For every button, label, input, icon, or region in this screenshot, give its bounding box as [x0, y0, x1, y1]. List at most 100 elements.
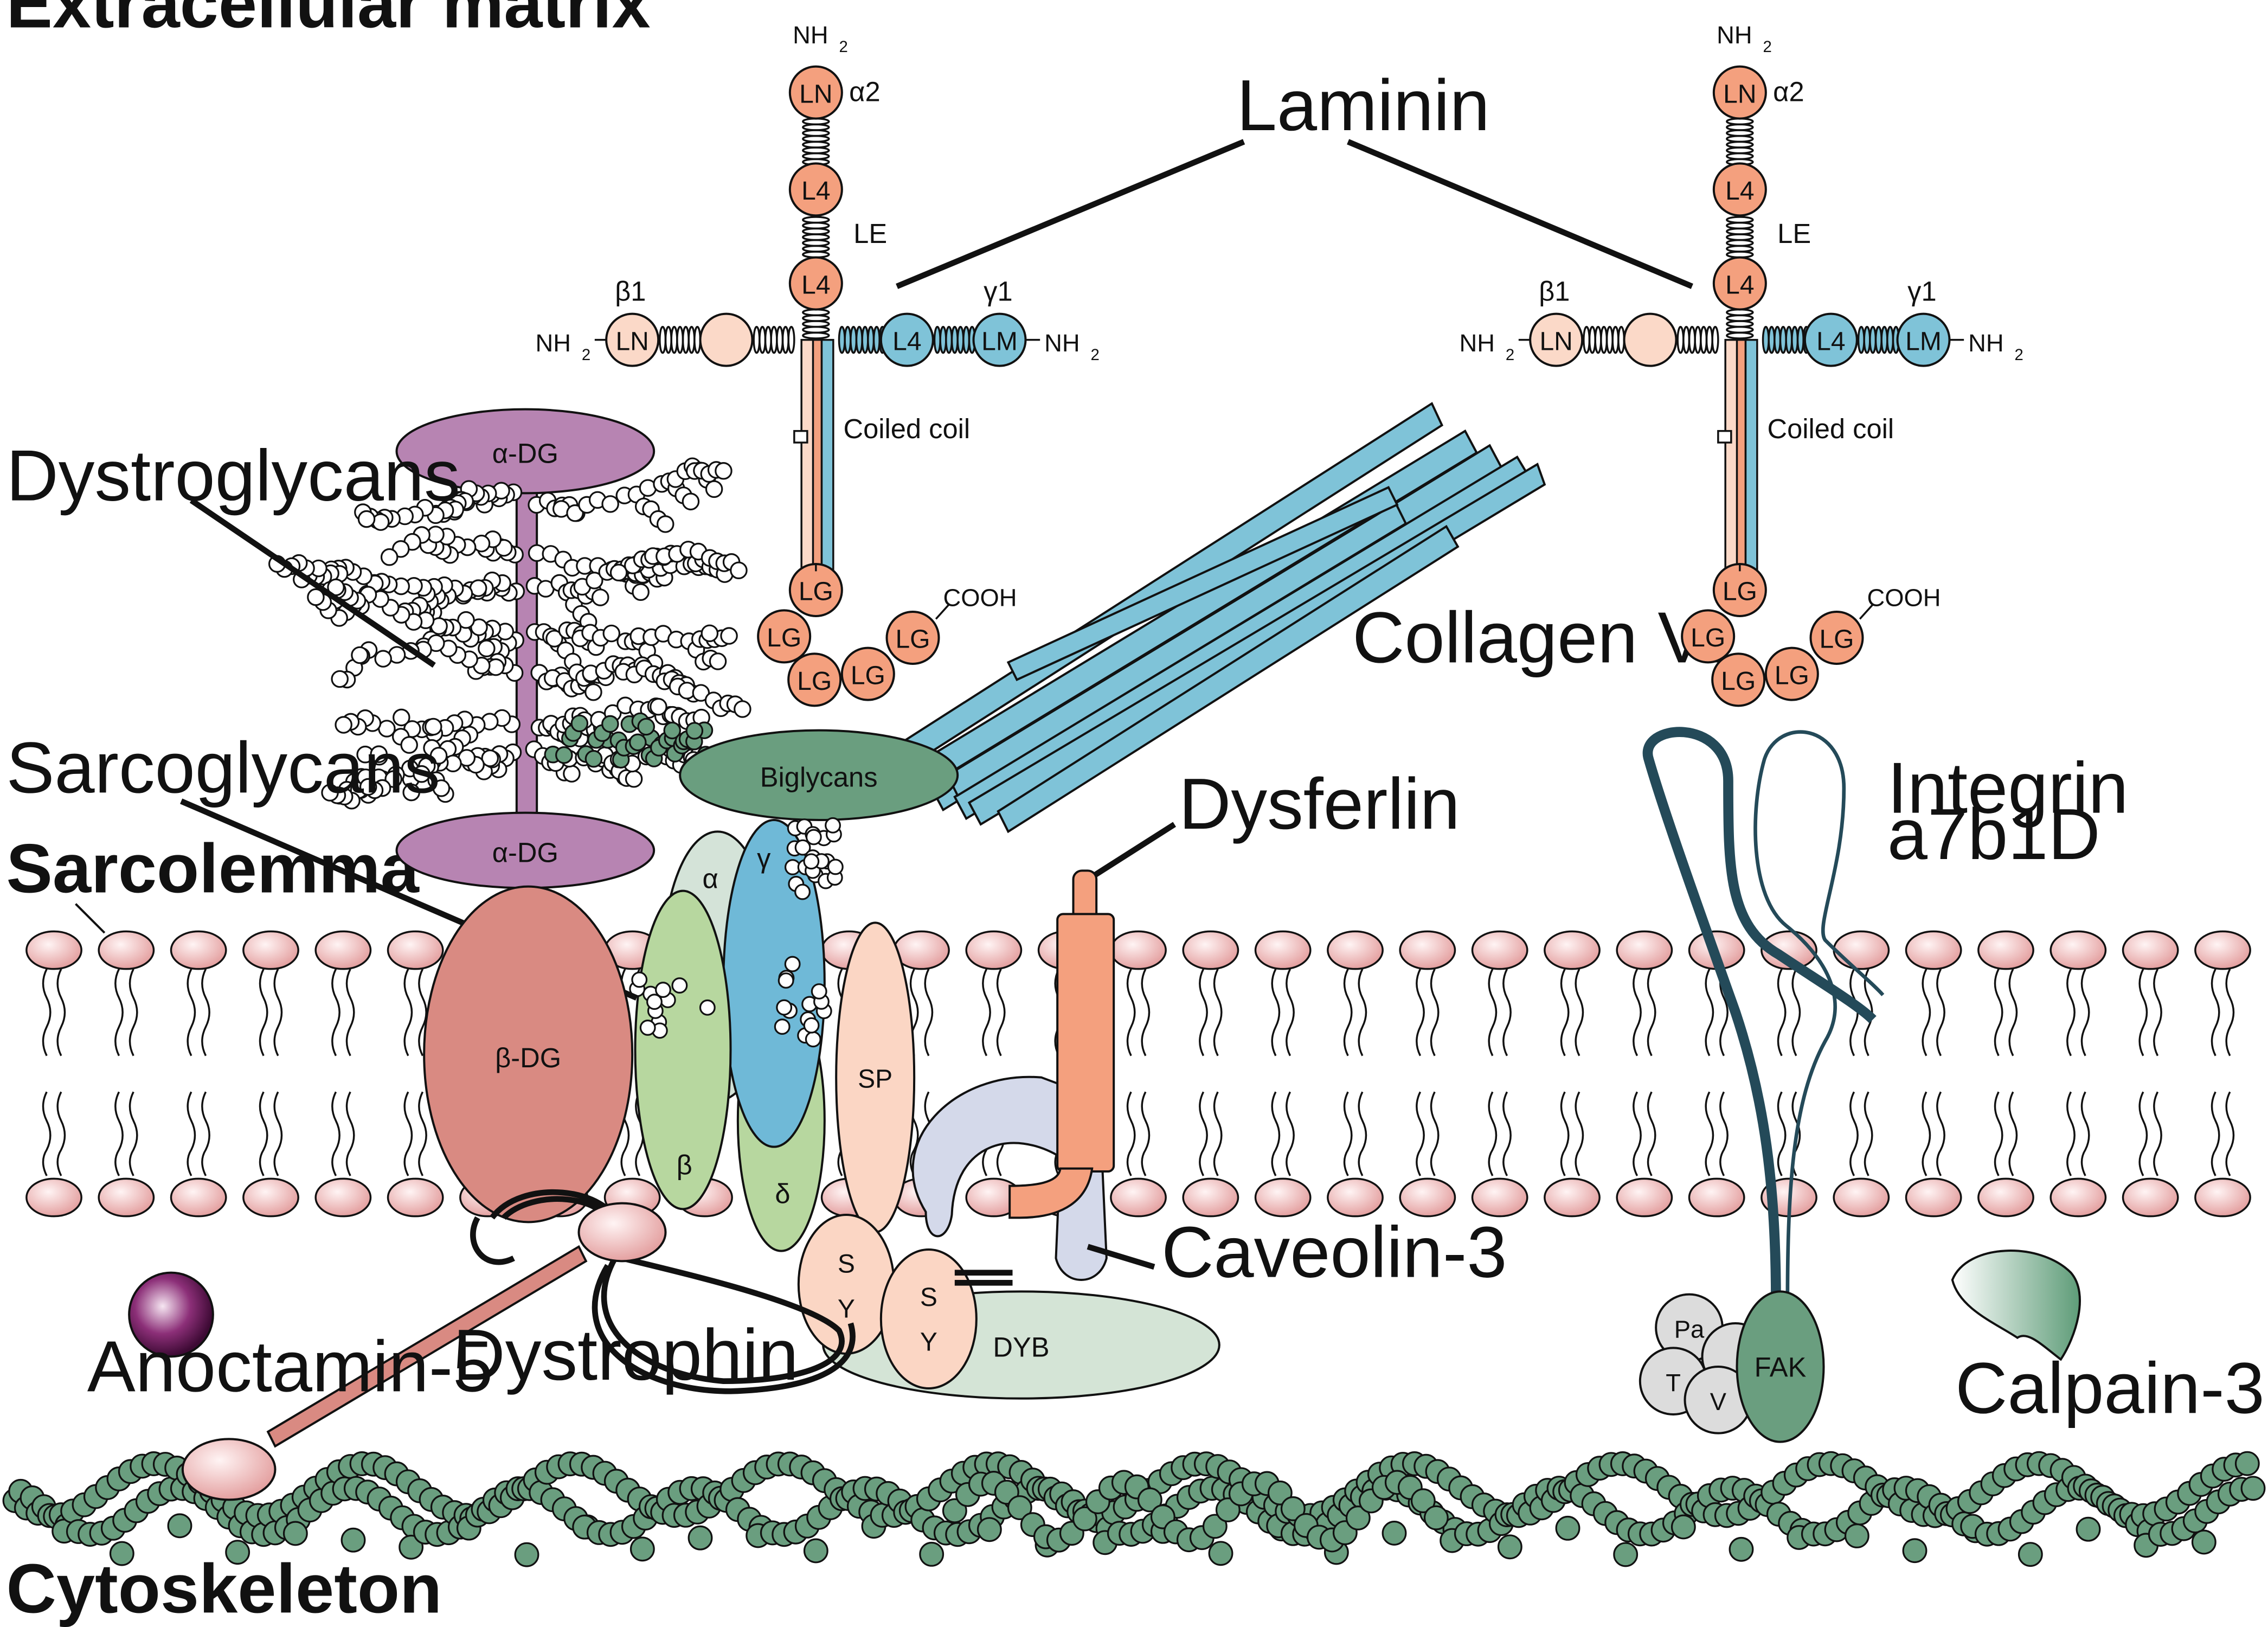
anoctamin-5: Anoctamin-5 [87, 1271, 493, 1407]
cooh-label: COOH [943, 584, 1017, 611]
gamma-l4-label: L4 [1816, 327, 1845, 356]
sg-delta-label: δ [775, 1178, 790, 1209]
nh2-alpha-sub: 2 [839, 38, 848, 56]
actin-cytoskeleton [2, 1451, 2266, 1567]
lg-3-label: LG [797, 667, 832, 696]
gamma-l4-label: L4 [892, 327, 921, 356]
lipid [1544, 930, 1601, 1218]
sg-alpha-label: α [703, 863, 718, 894]
alpha-ln [788, 65, 843, 120]
lipid-head-outer [170, 930, 227, 970]
lipid [98, 930, 155, 1218]
lipid-head-outer [1977, 930, 2034, 970]
lipid [25, 930, 82, 1218]
gamma-lm-label: LM [1905, 327, 1942, 356]
lipid-head-outer [1399, 930, 1456, 970]
gamma-lm-label: LM [981, 327, 1018, 356]
lipid-head-inner [1327, 1177, 1384, 1218]
lg-5 [1809, 611, 1864, 665]
lipid-head-outer [1833, 930, 1890, 970]
nh2-gamma: NH [1968, 329, 2003, 357]
alpha-l4-1 [788, 162, 843, 217]
alpha-dg-top-label: α-DG [492, 438, 558, 469]
lg-5-label: LG [895, 625, 930, 654]
lipid [387, 930, 444, 1218]
lipid-head-inner [1471, 1177, 1528, 1218]
cytoskeleton-label: Cytoskeleton [7, 1550, 442, 1627]
pa-label: Pa [1674, 1316, 1705, 1343]
nh2-beta-sub: 2 [582, 346, 590, 364]
t-label: T [1666, 1369, 1681, 1397]
beta-ln-label: LN [1539, 327, 1572, 356]
lg-2-label: LG [1691, 624, 1725, 652]
beta1-label: β1 [1539, 276, 1570, 307]
nh2-beta: NH [536, 329, 571, 357]
lipid [314, 930, 372, 1218]
lipid-head-inner [1616, 1177, 1673, 1218]
alpha-l4-1 [1712, 162, 1767, 217]
sy2-y: Y [920, 1328, 937, 1357]
beta-globule [1623, 312, 1678, 367]
lipid-head-inner [387, 1177, 444, 1218]
lg-2-label: LG [767, 624, 801, 652]
alpha-ln-label: LN [1723, 80, 1756, 108]
lg-1-label: LG [1723, 578, 1757, 606]
biglycans-label: Biglycans [760, 762, 878, 793]
laminin-label: Laminin [1237, 65, 1490, 146]
sarcoglycan-glycans [629, 817, 844, 1048]
lipid [965, 930, 1023, 1218]
lipid-head-inner [1399, 1177, 1456, 1218]
lipid-head-inner [1110, 1177, 1167, 1218]
lg-2 [757, 609, 812, 664]
dystrophin-label: Dystrophin [453, 1315, 799, 1395]
lipid-head-outer [242, 930, 299, 970]
lipid-head-outer [387, 930, 444, 970]
lipid-head-inner [1905, 1177, 1962, 1218]
alpha-dg-top [395, 408, 656, 495]
lipid [2122, 930, 2179, 1218]
integrin-label-1: Integrin [1887, 748, 2129, 829]
lipid-head-inner [1833, 1177, 1890, 1218]
syntrophin-2: S Y [879, 1248, 978, 1389]
lipid-head-outer [1544, 930, 1601, 970]
fak-label: FAK [1755, 1352, 1807, 1383]
coiled-coil-label: Coiled coil [844, 413, 971, 444]
le-label: LE [1777, 218, 1811, 249]
nh2-alpha: NH [1717, 21, 1752, 49]
lg-5-label: LG [1819, 625, 1854, 654]
dyb-label: DYB [993, 1331, 1049, 1362]
anoctamin-label: Anoctamin-5 [87, 1326, 493, 1407]
lipid-head-outer [2049, 930, 2107, 970]
lipid-head-inner [2122, 1177, 2179, 1218]
collagen-vi-label: Collagen VI [1352, 597, 1726, 678]
beta-globule [699, 312, 754, 367]
v-label: V [1710, 1388, 1727, 1415]
alpha-l4-2 [1712, 256, 1767, 311]
lipid-head-outer [1471, 930, 1528, 970]
laminin-callout: Laminin [896, 65, 1693, 289]
sarcoglycan-beta [634, 889, 732, 1210]
sarcospan: SP [835, 921, 916, 1233]
dystrophin [266, 1189, 1013, 1448]
lg-2 [1681, 609, 1736, 664]
alpha-ln [1712, 65, 1767, 120]
calpain-label: Calpain-3 [1955, 1348, 2265, 1429]
lg-4 [1764, 646, 1819, 701]
lipid-head-inner [314, 1177, 372, 1218]
nh2-alpha-sub: 2 [1763, 38, 1772, 56]
lipid-head-outer [1327, 930, 1384, 970]
lipid-head-inner [170, 1177, 227, 1218]
lipid [1182, 930, 1239, 1218]
integrin-label-2: a7b1D [1887, 794, 2100, 875]
lg-1-label: LG [799, 578, 833, 606]
sy1-y: Y [838, 1295, 855, 1323]
lipid-head-inner [1688, 1177, 1745, 1218]
lg-4-label: LG [1775, 661, 1809, 690]
lipid-head-inner [25, 1177, 82, 1218]
nh2-gamma-sub: 2 [1091, 346, 1100, 364]
nh2-beta-sub: 2 [1506, 346, 1514, 364]
dystroglycan-complex: α-DG α-DG [268, 408, 751, 889]
alpha-ln-label: LN [799, 80, 832, 108]
extracellular-matrix-label: Extracellular matrix [7, 0, 651, 43]
